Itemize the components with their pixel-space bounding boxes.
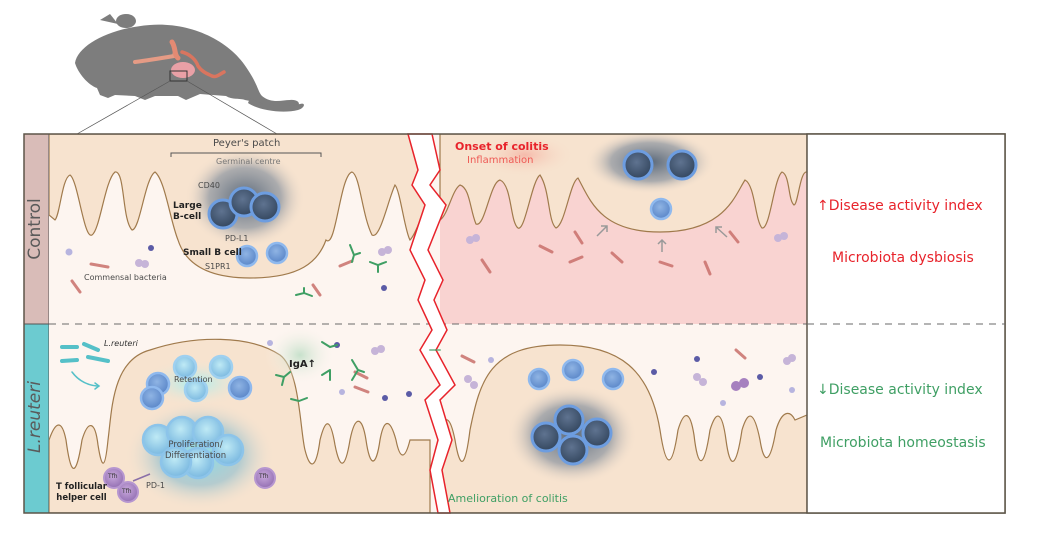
tfh-cells <box>103 467 276 503</box>
reuteri-bacteria-label: L.reuteri <box>104 339 138 348</box>
t-follicular-helper-label: T follicular helper cell <box>56 482 107 504</box>
control-dai-outcome: ↑Disease activity index <box>817 198 983 214</box>
large-b-cells <box>207 186 281 230</box>
zoom-line-right <box>186 80 278 135</box>
reuteri-microbiota-outcome: Microbiota homeostasis <box>820 435 986 451</box>
onset-of-colitis-title: Onset of colitis <box>455 140 549 153</box>
proliferation-label: Proliferation/ Differentiation <box>165 440 226 462</box>
iga-label: IgA↑ <box>289 359 316 370</box>
small-b-cell-label: Small B cell <box>183 248 242 258</box>
tfh-label-2: Tfh <box>122 488 132 495</box>
reuteri-dai-outcome: ↓Disease activity index <box>817 382 983 398</box>
t-follicular-line2: helper cell <box>56 493 107 503</box>
mouse-icon <box>75 14 304 112</box>
zoom-line-left <box>76 80 171 135</box>
germinal-centre-label: Germinal centre <box>216 157 281 166</box>
commensal-bacteria-label: Commensal bacteria <box>84 273 167 282</box>
proliferation-label-line1: Proliferation/ <box>168 440 223 450</box>
pd-1-label: PD-1 <box>146 481 165 490</box>
onset-b-cells <box>622 149 698 221</box>
inflammation-label: Inflammation <box>467 155 534 166</box>
t-follicular-line1: T follicular <box>56 482 107 492</box>
tfh-label-1: Tfh <box>108 473 118 480</box>
pd-l1-label: PD-L1 <box>225 234 249 243</box>
peyers-patch-label: Peyer's patch <box>213 138 281 149</box>
amelioration-b-cells <box>527 358 625 466</box>
retention-b-cells <box>139 354 253 411</box>
peyers-patch-bracket <box>170 152 322 157</box>
microbe-dots <box>65 232 796 406</box>
control-label-bar <box>23 133 50 325</box>
large-b-cell-label-line2: B-cell <box>173 212 202 222</box>
iga-antibodies <box>275 244 441 403</box>
commensal-bacteria <box>70 230 747 394</box>
large-b-cell-label-line1: Large <box>173 201 202 211</box>
reuteri-side-label: L.reuteri <box>25 381 45 453</box>
tfh-label-3: Tfh <box>259 473 269 480</box>
s1pr1-label: S1PR1 <box>205 262 231 271</box>
large-b-cell-label: Large B-cell <box>173 201 202 223</box>
proliferating-b-cells <box>141 415 245 480</box>
control-microbiota-outcome: Microbiota dysbiosis <box>832 250 974 266</box>
migration-arrows <box>596 225 728 252</box>
cd40-label: CD40 <box>198 181 220 190</box>
small-b-cells <box>235 241 289 268</box>
retention-label: Retention <box>174 375 213 384</box>
control-side-label: Control <box>25 198 45 260</box>
amelioration-label: Amelioration of colitis <box>448 492 568 505</box>
proliferation-label-line2: Differentiation <box>165 451 227 461</box>
reuteri-bacteria-icon <box>60 342 110 390</box>
